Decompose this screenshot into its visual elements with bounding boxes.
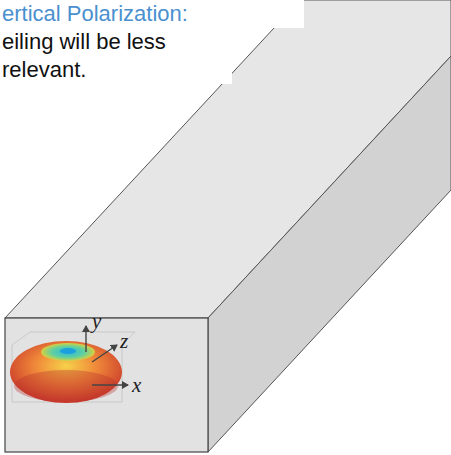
right-face [208,56,451,452]
torus-pattern [10,341,122,403]
axis-label: x [132,374,141,396]
axes [86,326,128,385]
axis-label: z [120,330,128,352]
note-text: eiling will be less relevant. [0,28,232,84]
front-face [5,318,208,452]
axis-label: y [92,310,101,332]
heading-text: ertical Polarization: [0,0,304,28]
